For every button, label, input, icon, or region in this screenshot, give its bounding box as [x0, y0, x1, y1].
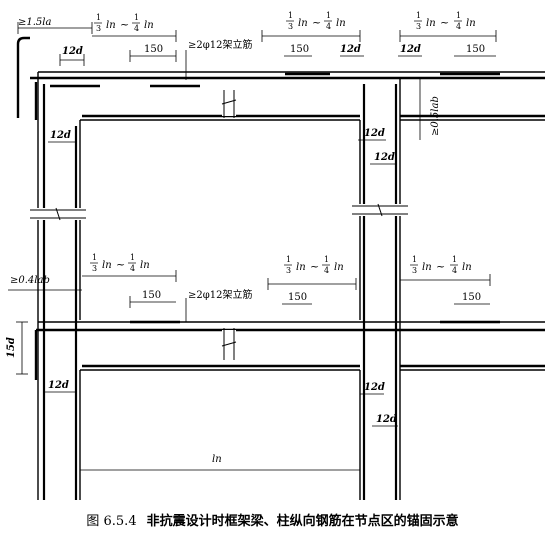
label-12d-lower-middle-inner: 12d — [376, 414, 397, 425]
svg-text:1: 1 — [286, 255, 291, 264]
svg-text:ln: ln — [102, 260, 112, 271]
svg-text:3: 3 — [288, 22, 293, 31]
label-12d-lower-middle-joint: 12d — [364, 382, 385, 393]
lower-rebar — [34, 320, 545, 380]
fraction-group-lower-middle: 1 3 ln ~ 1 4 ln — [284, 255, 344, 275]
upper-beam — [38, 71, 545, 121]
svg-text:ln: ln — [140, 260, 150, 271]
svg-text:1: 1 — [416, 11, 421, 20]
label-150-lower-middle: 150 — [288, 292, 307, 303]
label-150-lower-right: 150 — [462, 292, 481, 303]
label-12d-upper-left-joint: 12d — [50, 130, 71, 141]
label-150-top-right: 150 — [466, 44, 485, 55]
svg-text:1: 1 — [288, 11, 293, 20]
svg-text:4: 4 — [324, 266, 329, 275]
label-min-1-5la: ≥1.5la — [18, 17, 51, 28]
svg-text:3: 3 — [96, 24, 101, 33]
label-12d-upper-middle-joint: 12d — [364, 128, 385, 139]
label-15d: 15d — [6, 337, 17, 358]
svg-text:ln: ln — [334, 262, 344, 273]
svg-text:ln: ln — [296, 262, 306, 273]
svg-text:~: ~ — [436, 260, 445, 273]
svg-text:4: 4 — [326, 22, 331, 31]
label-min-0-4lab: ≥0.4lab — [10, 275, 50, 286]
svg-text:1: 1 — [456, 11, 461, 20]
svg-text:1: 1 — [134, 13, 139, 22]
svg-text:1: 1 — [92, 253, 97, 262]
label-12d-top-left: 12d — [62, 46, 83, 57]
label-12d-upper-middle-inner: 12d — [374, 152, 395, 163]
svg-text:1: 1 — [452, 255, 457, 264]
break-marks — [30, 90, 408, 360]
svg-text:4: 4 — [130, 264, 135, 273]
svg-text:1: 1 — [326, 11, 331, 20]
svg-text:ln: ln — [426, 18, 436, 29]
fraction-group-lower-left: 1 3 ln ~ 1 4 ln — [90, 253, 150, 273]
figure-number: 图 6.5.4 — [86, 514, 137, 529]
label-bar-note-top: ≥2φ12架立筋 — [188, 38, 252, 51]
anchorage-detail-drawing: ≥1.5la 1 3 ln ~ 1 4 ln 12d 150 ≥2φ12架立筋 … — [6, 11, 545, 500]
svg-text:4: 4 — [452, 266, 457, 275]
svg-text:1: 1 — [324, 255, 329, 264]
label-12d-top-right: 12d — [400, 44, 421, 55]
svg-text:1: 1 — [412, 255, 417, 264]
svg-text:ln: ln — [422, 262, 432, 273]
svg-text:~: ~ — [120, 18, 129, 31]
label-150-top-middle: 150 — [290, 44, 309, 55]
svg-text:1: 1 — [130, 253, 135, 262]
column-rebar — [42, 84, 398, 500]
label-150-lower-left: 150 — [142, 290, 161, 301]
label-150-top-left: 150 — [144, 44, 163, 55]
svg-text:~: ~ — [116, 258, 125, 271]
svg-text:~: ~ — [310, 260, 319, 273]
svg-text:4: 4 — [456, 22, 461, 31]
figure-caption: 图 6.5.4 非抗震设计时框架梁、柱纵向钢筋在节点区的锚固示意 — [0, 510, 545, 529]
svg-text:3: 3 — [92, 264, 97, 273]
fraction-group-top-middle: 1 3 ln ~ 1 4 ln — [286, 11, 346, 31]
dimension-lines — [8, 22, 497, 476]
label-span-ln: ln — [212, 454, 222, 465]
svg-text:~: ~ — [312, 16, 321, 29]
svg-text:4: 4 — [134, 24, 139, 33]
svg-text:ln: ln — [298, 18, 308, 29]
svg-text:1: 1 — [96, 13, 101, 22]
svg-text:3: 3 — [286, 266, 291, 275]
fraction-group-top-right: 1 3 ln ~ 1 4 ln — [414, 11, 476, 31]
svg-text:ln: ln — [106, 20, 116, 31]
svg-text:ln: ln — [144, 20, 154, 31]
svg-text:ln: ln — [462, 262, 472, 273]
svg-text:ln: ln — [466, 18, 476, 29]
svg-text:3: 3 — [412, 266, 417, 275]
figure-title: 非抗震设计时框架梁、柱纵向钢筋在节点区的锚固示意 — [146, 514, 459, 529]
svg-text:3: 3 — [416, 22, 421, 31]
fraction-group-lower-right: 1 3 ln ~ 1 4 ln — [410, 255, 472, 275]
svg-text:ln: ln — [336, 18, 346, 29]
column-middle — [359, 78, 401, 500]
label-12d-top-middle: 12d — [340, 44, 361, 55]
label-bar-note-lower: ≥2φ12架立筋 — [188, 288, 252, 301]
label-min-0-5lab: ≥0.5lab — [430, 96, 441, 136]
top-rebar — [16, 36, 545, 120]
label-12d-lower-left-joint: 12d — [48, 380, 69, 391]
svg-text:~: ~ — [440, 16, 449, 29]
fraction-group-top-left: 1 3 ln ~ 1 4 ln — [94, 13, 154, 33]
